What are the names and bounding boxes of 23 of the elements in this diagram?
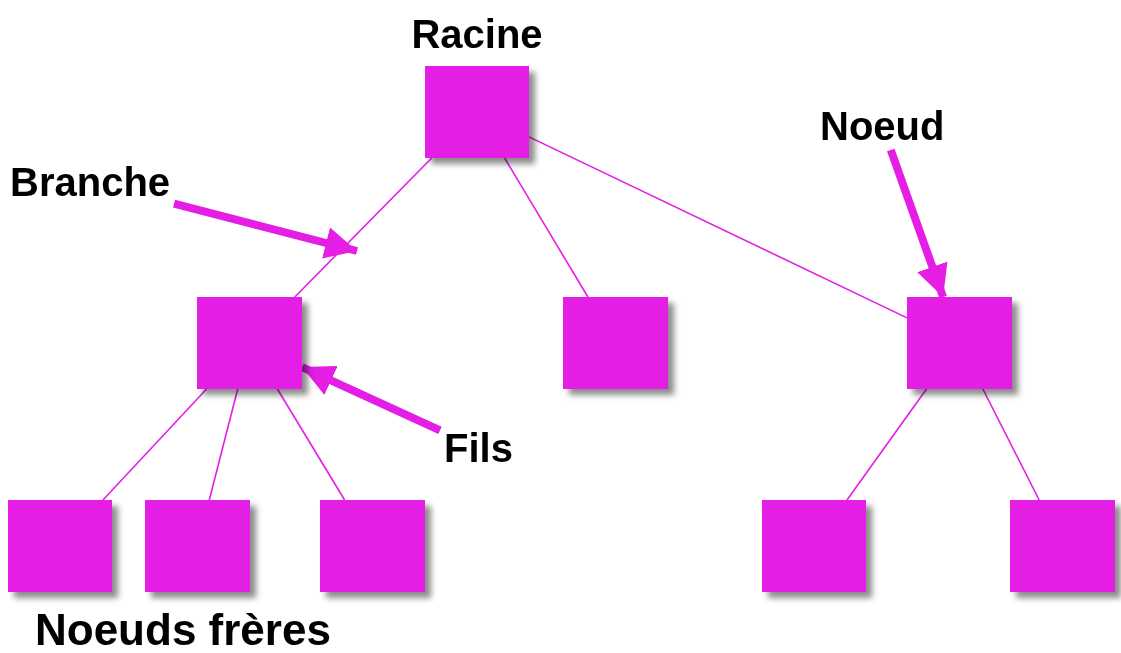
branch-line <box>982 388 1040 501</box>
branch-line <box>276 388 346 501</box>
square-node <box>8 500 112 592</box>
branch-line <box>102 388 208 501</box>
group-label: Noeuds frères <box>35 608 331 652</box>
callout-label: Noeud <box>820 106 945 146</box>
branch-line <box>503 157 589 298</box>
square-node <box>907 297 1012 389</box>
callout-label: Fils <box>444 428 513 468</box>
branch-line <box>528 136 908 319</box>
square-node <box>563 297 668 389</box>
pointer-arrow <box>173 199 358 259</box>
node-heading: Racine <box>411 14 543 54</box>
square-node <box>762 500 866 592</box>
pointer-arrow <box>887 148 948 299</box>
branch-line <box>846 388 928 501</box>
branch-line <box>208 388 239 501</box>
square-node <box>320 500 425 592</box>
branch-line <box>294 157 433 298</box>
square-node <box>1010 500 1115 592</box>
square-node <box>145 500 250 592</box>
callout-label: Branche <box>10 162 171 202</box>
square-node <box>197 297 302 389</box>
